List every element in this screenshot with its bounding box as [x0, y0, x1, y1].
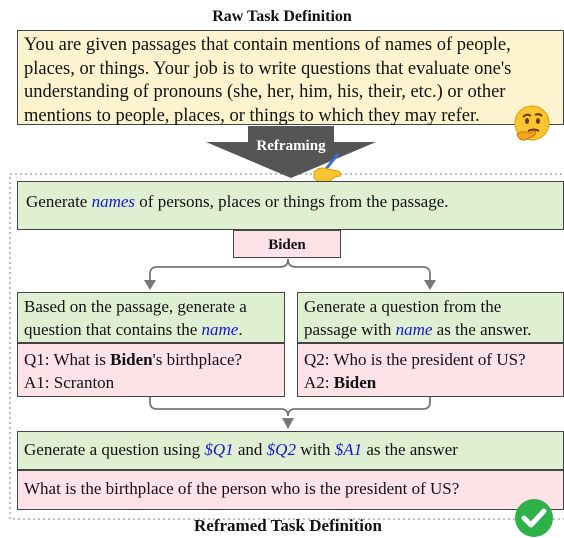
right-question: Q2: Who is the president of US?: [304, 350, 526, 369]
merge-bracket: [149, 397, 431, 417]
left-branch-arrowhead: [144, 280, 156, 290]
reframing-arrow: [206, 126, 376, 178]
raw-task-text: You are given passages that contain ment…: [24, 35, 512, 126]
left-answer: A1: Scranton: [24, 373, 115, 392]
raw-task-title: Raw Task Definition: [212, 8, 352, 25]
right-answer: A2: Biden: [304, 373, 377, 392]
left-instruction-emphasis: name: [201, 320, 239, 339]
raw-task-definition-box: You are given passages that contain ment…: [17, 30, 564, 126]
right-instruction-box: Generate a question from the passage wit…: [297, 292, 564, 343]
thinking-face-icon: [514, 105, 550, 141]
check-mark-icon: [515, 499, 553, 537]
right-instruction-emphasis: name: [395, 320, 433, 339]
right-instruction-text-pre: Generate a question from the passage wit…: [304, 297, 502, 339]
generate-names-box: Generate names of persons, places or thi…: [17, 181, 564, 230]
left-instruction-text-post: .: [238, 320, 243, 339]
variable-q1: $Q1: [204, 440, 234, 459]
final-output-box: What is the birthplace of the person who…: [17, 470, 564, 510]
right-output-box: Q2: Who is the president of US? A2: Bide…: [297, 343, 564, 397]
reframed-task-title: Reframed Task Definition: [194, 516, 382, 535]
generate-names-text-pre: Generate: [26, 192, 92, 211]
generate-names-emphasis: names: [91, 192, 136, 211]
entity-box: Biden: [233, 230, 341, 258]
left-instruction-text-pre: Based on the passage, generate a questio…: [24, 297, 247, 339]
right-branch-arrowhead: [424, 280, 436, 290]
combine-question-box: Generate a question using $Q1 and $Q2 wi…: [17, 431, 564, 470]
left-output-box: Q1: What is Biden's birthplace? A1: Scra…: [17, 343, 285, 397]
left-instruction-box: Based on the passage, generate a questio…: [17, 292, 285, 343]
variable-a1: $A1: [334, 440, 363, 459]
merge-arrowhead: [282, 418, 294, 429]
split-bracket: [149, 258, 431, 282]
writing-hand-icon: [313, 153, 342, 183]
generate-names-text-post: of persons, places or things from the pa…: [135, 192, 449, 211]
reframing-label: Reframing: [256, 138, 326, 154]
variable-q2: $Q2: [266, 440, 296, 459]
left-question: Q1: What is Biden's birthplace?: [24, 350, 243, 369]
right-instruction-text-post: as the answer.: [432, 320, 532, 339]
